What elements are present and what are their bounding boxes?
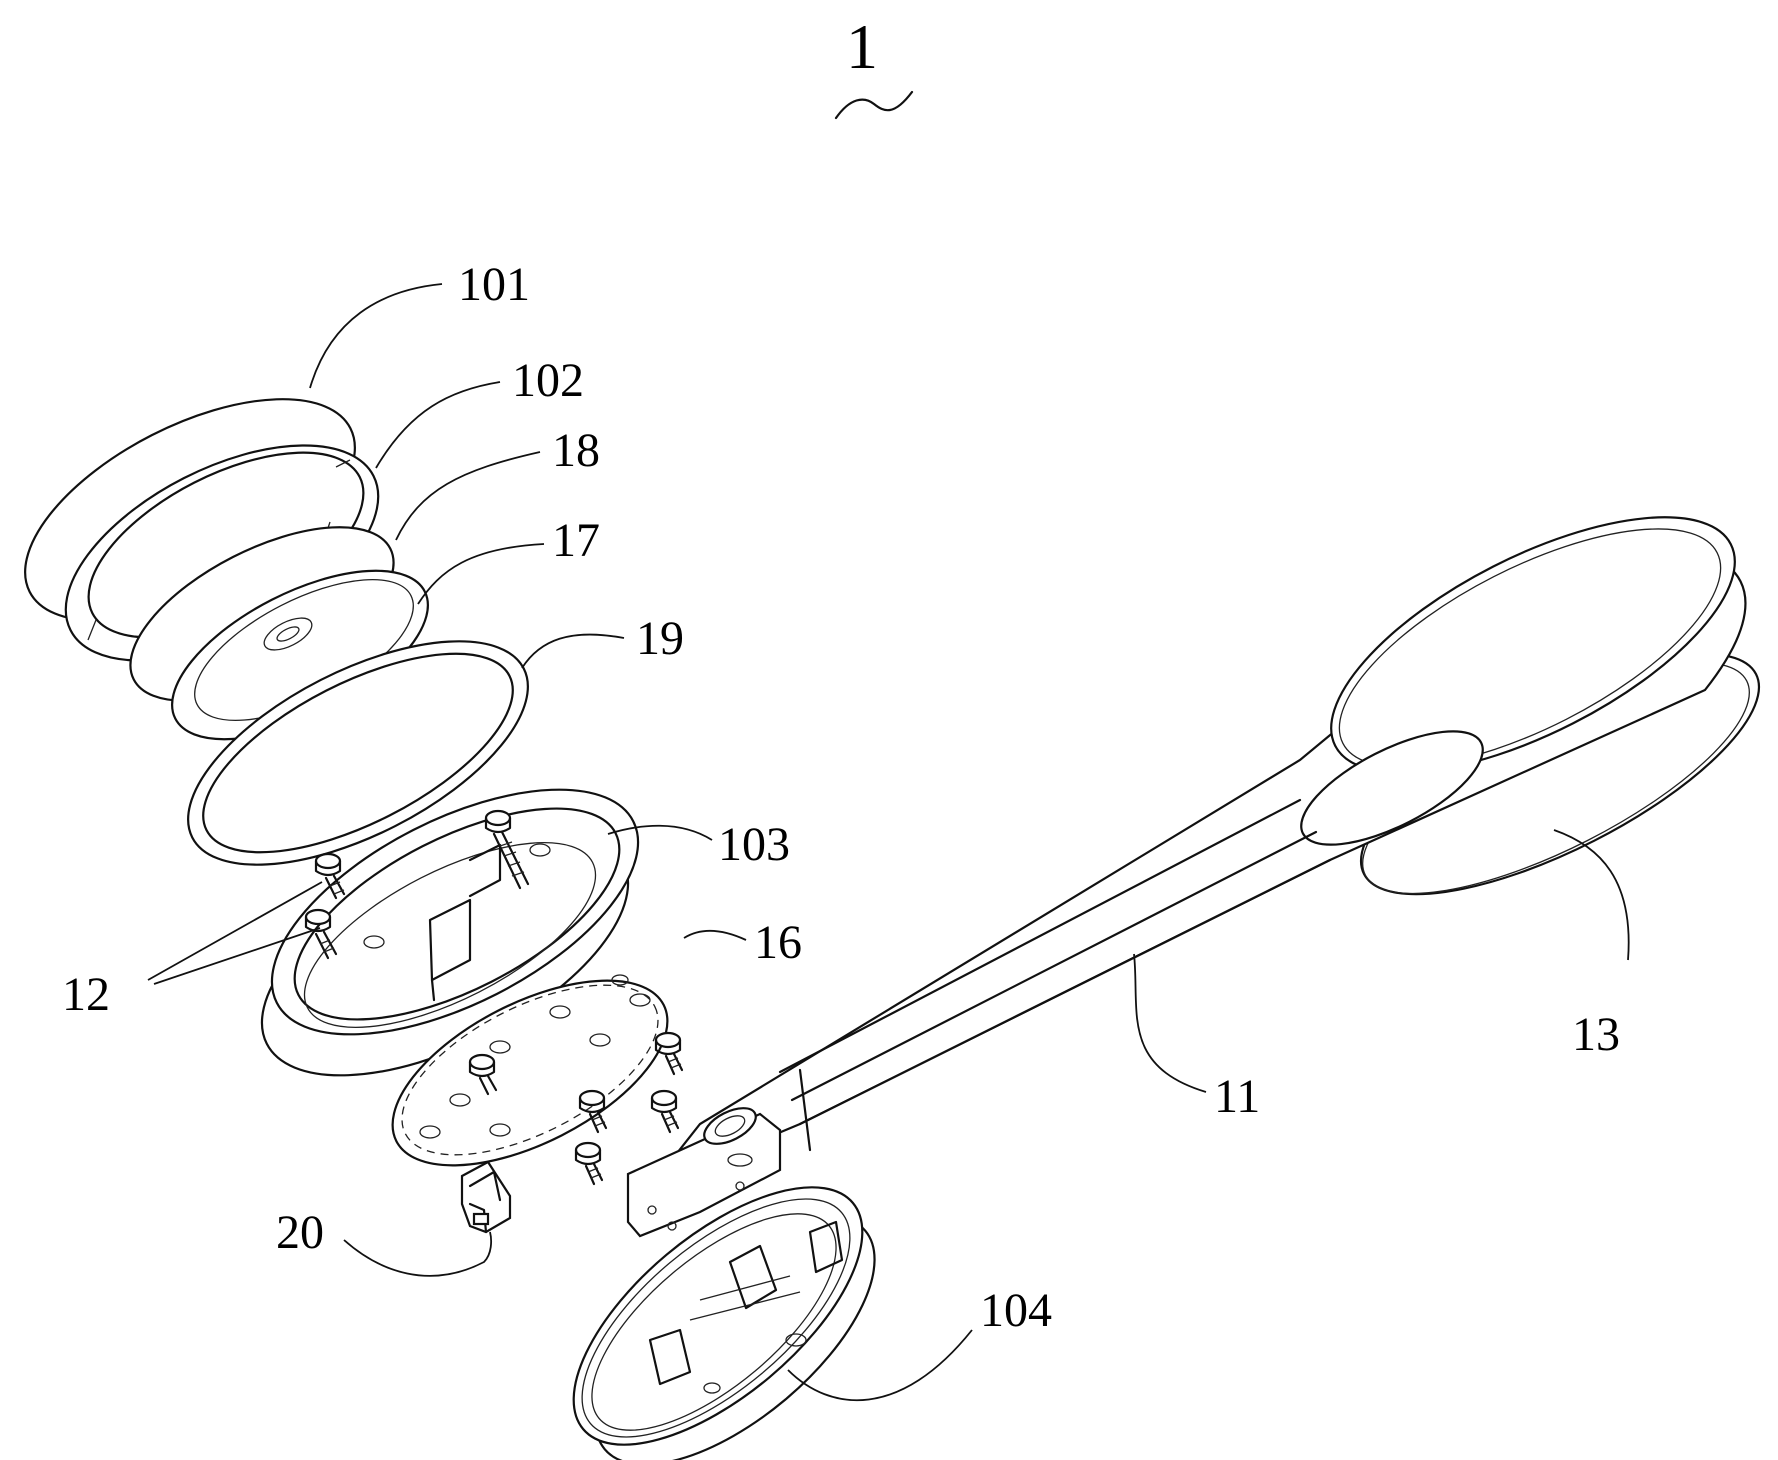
label-20: 20 [276, 1206, 324, 1259]
screw-loose-c [650, 1089, 680, 1134]
screw-12-b [314, 852, 346, 900]
leader-103 [607, 824, 713, 841]
label-11: 11 [1214, 1070, 1260, 1123]
leader-12-a [147, 881, 323, 981]
label-16: 16 [754, 916, 802, 969]
leader-16 [683, 929, 747, 941]
leader-13 [1553, 829, 1630, 961]
label-12: 12 [62, 968, 110, 1021]
leader-18 [395, 451, 541, 541]
leader-19 [521, 633, 625, 669]
figure-tilde-icon [834, 90, 914, 120]
screw-loose-a [654, 1031, 684, 1076]
label-13: 13 [1572, 1008, 1620, 1061]
leader-12-b [153, 927, 321, 985]
leader-102 [375, 381, 501, 469]
board-16 [391, 974, 669, 1167]
label-103: 103 [718, 818, 790, 871]
label-104: 104 [980, 1284, 1052, 1337]
screw-12-c [304, 908, 338, 960]
leader-11 [1133, 953, 1207, 1093]
housing-103 [260, 788, 640, 1077]
label-17: 17 [552, 514, 600, 567]
leader-20 [343, 1231, 492, 1277]
leader-104 [787, 1329, 973, 1402]
label-102: 102 [512, 354, 584, 407]
screw-loose-b [578, 1089, 608, 1134]
arm-11 [626, 516, 1761, 1238]
ring-19 [187, 640, 529, 866]
cap-104 [572, 1186, 876, 1460]
label-19: 19 [636, 612, 684, 665]
figure-number: 1 [846, 11, 878, 82]
leader-101 [309, 283, 443, 389]
screw-loose-d [574, 1141, 604, 1186]
label-101: 101 [458, 258, 530, 311]
screw-12-a [484, 809, 530, 890]
clip-20 [460, 1160, 512, 1234]
leader-17 [417, 543, 545, 605]
label-18: 18 [552, 424, 600, 477]
